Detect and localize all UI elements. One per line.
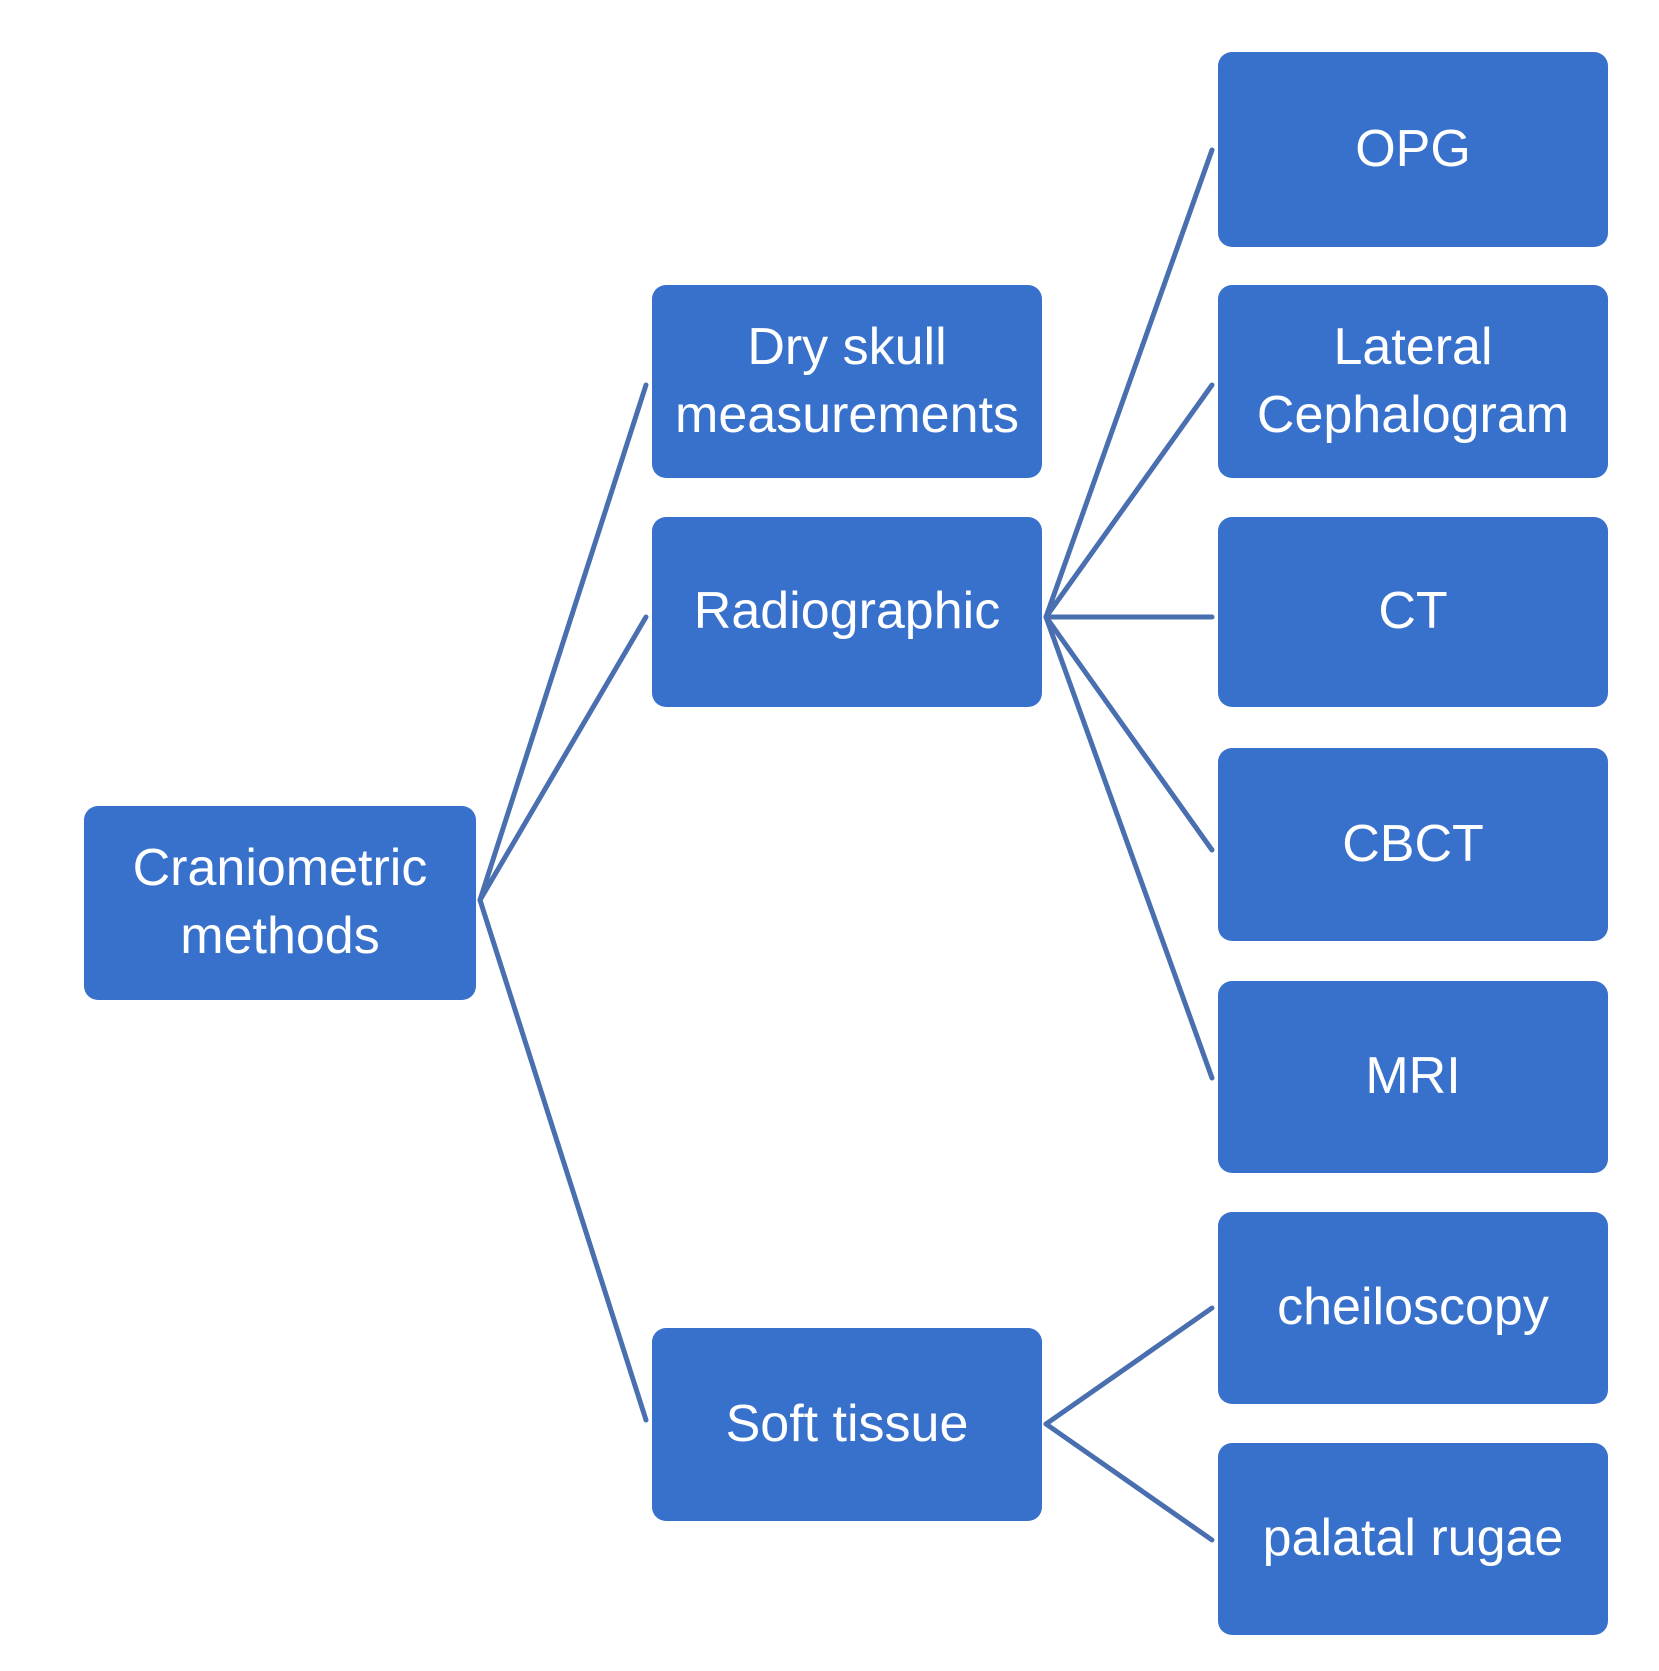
edge-soft-pal — [1043, 1421, 1215, 1543]
node-label: OPG — [1355, 119, 1471, 178]
node-soft-tissue: Soft tissue — [652, 1328, 1042, 1521]
node-label: Radiographic — [693, 582, 1001, 641]
edge-soft-chei — [1043, 1305, 1215, 1427]
node-label: Craniometric methods — [132, 839, 428, 965]
node-label: Soft tissue — [725, 1394, 969, 1453]
node-dry-skull-measurements: Dry skull measurements — [652, 285, 1042, 478]
edge-rad-cbct — [1043, 614, 1215, 853]
node-label: CBCT — [1342, 814, 1484, 873]
node-cbct: CBCT — [1218, 748, 1608, 941]
edge-root-dry — [477, 382, 649, 903]
node-label: MRI — [1365, 1047, 1461, 1106]
node-label: cheiloscopy — [1277, 1278, 1549, 1337]
node-label: Lateral Cephalogram — [1256, 317, 1570, 444]
node-palatal-rugae: palatal rugae — [1218, 1443, 1608, 1635]
edge-root-rad — [477, 614, 649, 903]
node-craniometric-methods: Craniometric methods — [84, 806, 476, 1000]
edge-rad-mri — [1043, 614, 1215, 1081]
edge-root-soft — [477, 897, 649, 1423]
node-mri: MRI — [1218, 981, 1608, 1173]
node-cheiloscopy: cheiloscopy — [1218, 1212, 1608, 1404]
node-label: Dry skull measurements — [675, 317, 1019, 444]
node-label: palatal rugae — [1262, 1509, 1564, 1568]
node-ct: CT — [1218, 517, 1608, 707]
node-label: CT — [1378, 582, 1448, 641]
edge-rad-lat — [1043, 382, 1215, 620]
node-radiographic: Radiographic — [652, 517, 1042, 707]
node-lateral-cephalogram: Lateral Cephalogram — [1218, 285, 1608, 478]
edge-rad-opg — [1043, 147, 1215, 620]
node-opg: OPG — [1218, 52, 1608, 247]
